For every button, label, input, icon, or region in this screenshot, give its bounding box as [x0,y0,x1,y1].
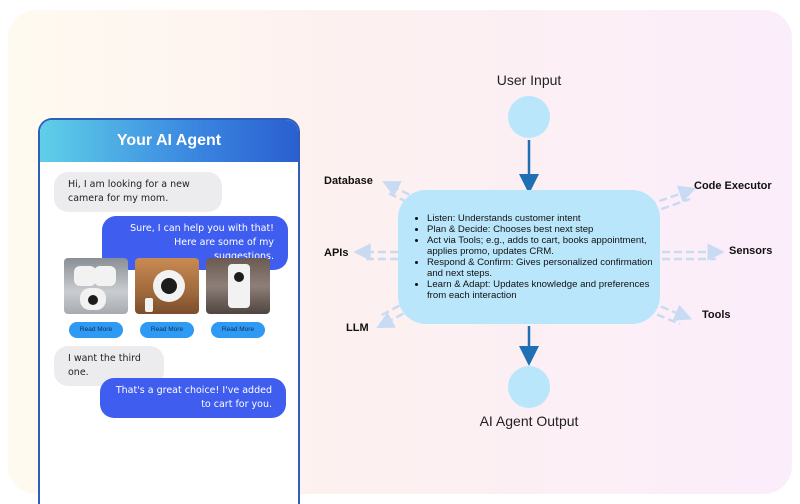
agent-message: That's a great choice! I've added to car… [100,378,286,418]
read-more-button[interactable]: Read More [69,322,123,338]
read-more-button[interactable]: Read More [211,322,265,338]
user-input-node [508,96,550,138]
core-step: Learn & Adapt: Updates knowledge and pre… [427,279,660,301]
read-more-button[interactable]: Read More [140,322,194,338]
output-label: AI Agent Output [479,413,579,429]
product-image[interactable] [206,258,270,314]
core-steps-list: Listen: Understands customer intent Plan… [416,213,660,301]
product-card: Read More [135,258,199,338]
tool-label-llm: LLM [346,322,369,334]
core-step: Act via Tools; e.g., adds to cart, books… [427,235,660,257]
core-step: Plan & Decide: Chooses best next step [427,224,660,235]
tool-label-sensors: Sensors [729,245,773,257]
product-image[interactable] [64,258,128,314]
tool-label-apis: APIs [324,247,349,259]
user-input-label: User Input [496,72,562,88]
product-card: Read More [206,258,270,338]
core-step: Respond & Confirm: Gives personalized co… [427,257,660,279]
chat-title: Your AI Agent [116,132,222,149]
tool-label-code-executor: Code Executor [694,180,772,192]
agent-core-node: Listen: Understands customer intent Plan… [398,190,660,324]
core-step: Listen: Understands customer intent [427,213,660,224]
user-message: Hi, I am looking for a new camera for my… [54,172,222,212]
chat-panel: Your AI Agent Hi, I am looking for a new… [38,118,300,504]
chat-header: Your AI Agent [40,120,298,162]
product-image[interactable] [135,258,199,314]
output-node [508,366,550,408]
product-card: Read More [64,258,128,338]
tool-label-tools: Tools [702,309,731,321]
tool-label-database: Database [324,175,373,187]
